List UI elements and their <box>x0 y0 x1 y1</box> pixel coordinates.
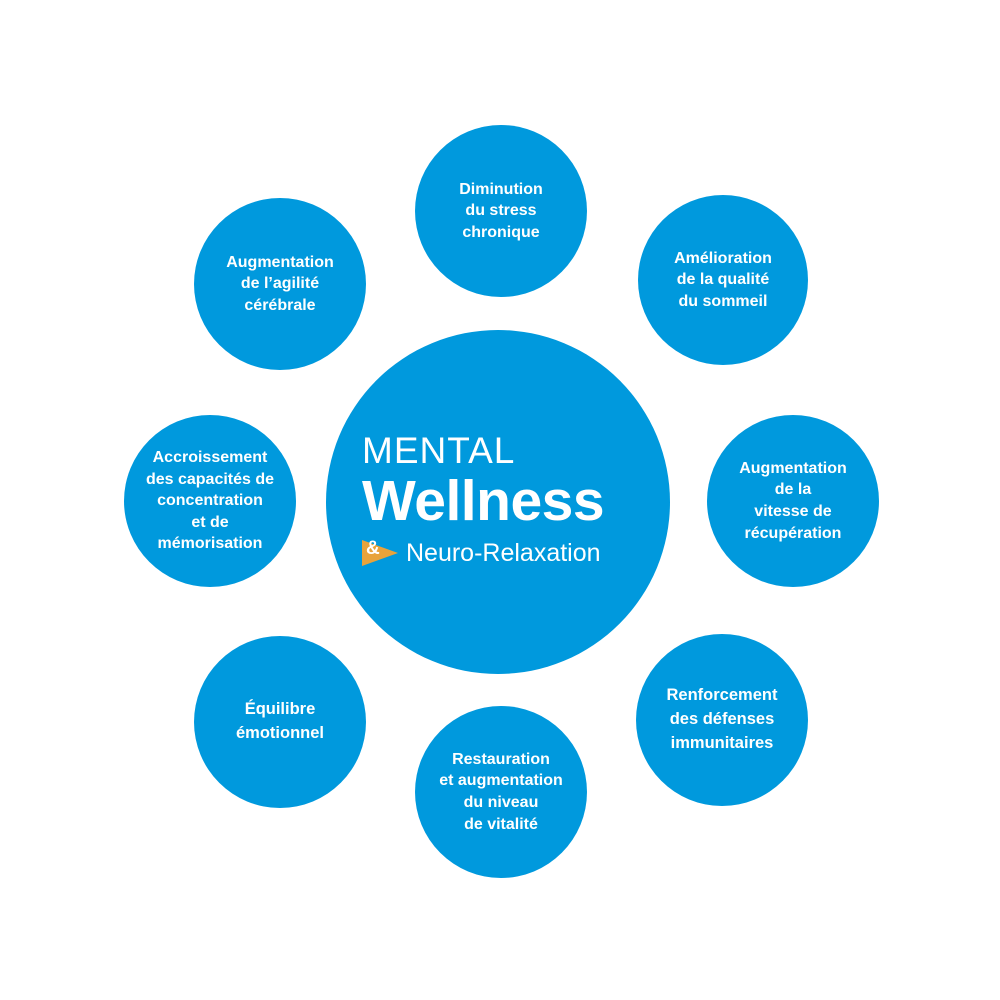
bubble-concentration-label: Accroissement des capacités de concentra… <box>145 449 275 553</box>
center-logo: MENTAL Wellness & Neuro-Relaxation <box>362 432 662 568</box>
center-circle <box>326 330 670 674</box>
bubble-recovery-label: Augmentation de la vitesse de récupérati… <box>739 459 847 542</box>
bubble-concentration: Accroissement des capacités de concentra… <box>124 415 296 587</box>
logo-neuro-relaxation: Neuro-Relaxation <box>406 538 601 567</box>
bubble-sleep-label: Amélioration de la qualité du sommeil <box>674 249 772 310</box>
bubble-emotional-balance-label: Équilibre émotionnel <box>235 700 324 742</box>
logo-wellness: Wellness <box>362 469 605 533</box>
bubble-vitality-label: Restauration et augmentation du niveau d… <box>439 750 563 833</box>
logo-mental: MENTAL <box>362 430 516 471</box>
bubble-vitality: Restauration et augmentation du niveau d… <box>415 706 587 878</box>
orange-triangle-ampersand-icon: & <box>362 538 400 568</box>
bubble-stress-label: Diminution du stress chronique <box>459 180 543 241</box>
bubble-agility: Augmentation de l’agilité cérébrale <box>194 198 366 370</box>
bubble-immunity-label: Renforcement des défenses immunitaires <box>666 686 778 752</box>
bubble-agility-label: Augmentation de l’agilité cérébrale <box>226 253 334 314</box>
logo-subtitle-row: & Neuro-Relaxation <box>362 538 662 568</box>
bubble-immunity: Renforcement des défenses immunitaires <box>636 634 808 806</box>
bubble-stress: Diminution du stress chronique <box>415 125 587 297</box>
bubble-recovery: Augmentation de la vitesse de récupérati… <box>707 415 879 587</box>
bubble-sleep: Amélioration de la qualité du sommeil <box>638 195 808 365</box>
ampersand-glyph: & <box>366 538 380 559</box>
bubble-emotional-balance: Équilibre émotionnel <box>194 636 366 808</box>
